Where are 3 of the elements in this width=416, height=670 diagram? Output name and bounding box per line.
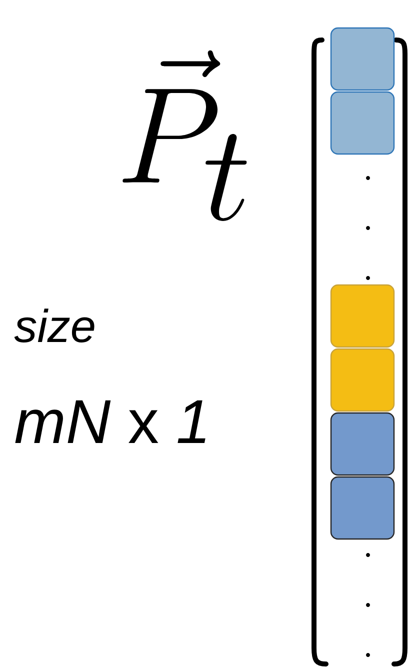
size-label: size [14, 308, 94, 342]
vector-symbol: $\vec{P}_t$ [122, 50, 247, 221]
dimension-label: mN x 1 [15, 400, 206, 443]
